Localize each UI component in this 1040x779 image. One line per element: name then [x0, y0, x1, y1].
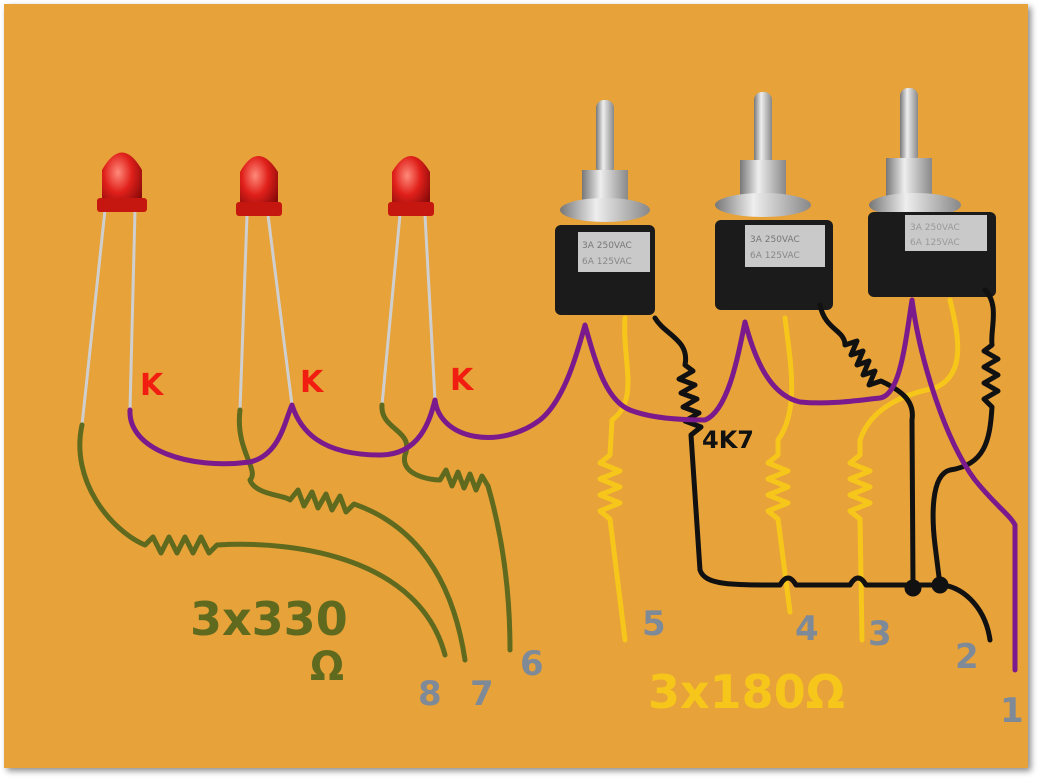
led-3 — [380, 156, 437, 406]
switch-rating-text: 6A 125VAC — [582, 257, 632, 267]
toggle-switch-2: 3A 250VAC 6A 125VAC — [715, 92, 833, 310]
cathode-mark-led-1: K — [140, 368, 165, 403]
toggle-switch-3: 3A 250VAC 6A 125VAC — [868, 88, 996, 297]
pin-label-3: 3 — [868, 614, 892, 654]
pin-label-7: 7 — [470, 674, 494, 714]
switch-rating-text: 6A 125VAC — [750, 251, 800, 261]
led-1 — [80, 152, 147, 426]
pin-label-4: 4 — [795, 609, 819, 649]
switch-rating-text: 3A 250VAC — [750, 235, 800, 245]
led-resistor-label: 3x330 — [190, 592, 348, 646]
pin-label-8: 8 — [418, 674, 442, 714]
cathode-mark-led-3: K — [450, 363, 475, 398]
cathode-mark-led-2: K — [300, 365, 325, 400]
pin-label-6: 6 — [520, 644, 544, 684]
switch-resistor-label: 3x180Ω — [648, 665, 845, 719]
switch-rating-text: 6A 125VAC — [910, 238, 960, 248]
switch-rating-text: 3A 250VAC — [582, 241, 632, 251]
switch-resistor-wires — [597, 297, 961, 643]
pin-label-5: 5 — [642, 604, 666, 644]
wiring-diagram: 3A 250VAC 6A 125VAC 3A 250VAC 6A 125VAC … — [4, 4, 1028, 768]
led-resistor-wires — [77, 402, 513, 663]
led-2 — [236, 156, 294, 411]
annotated-photo: 3A 250VAC 6A 125VAC 3A 250VAC 6A 125VAC … — [4, 4, 1028, 768]
black-wires — [652, 287, 1001, 643]
common-wire — [127, 297, 1018, 673]
resistor-4k7-label: 4K7 — [702, 426, 754, 454]
led-resistor-unit: Ω — [310, 644, 344, 690]
pin-label-1: 1 — [1000, 691, 1024, 731]
toggle-switch-1: 3A 250VAC 6A 125VAC — [555, 100, 655, 315]
pin-label-2: 2 — [955, 637, 979, 677]
switch-rating-text: 3A 250VAC — [910, 223, 960, 233]
